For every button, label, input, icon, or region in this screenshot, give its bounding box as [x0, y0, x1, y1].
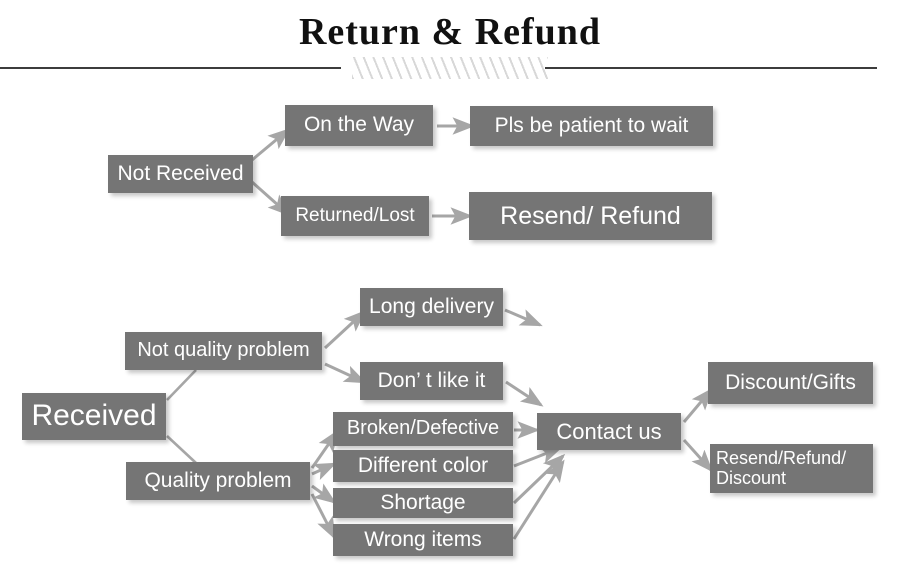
page-title: Return & Refund [298, 11, 602, 53]
node-contact-us[interactable]: Contact us [537, 413, 681, 450]
node-resend-refund-discount[interactable]: Resend/Refund/ Discount [710, 444, 873, 493]
node-not-quality-problem[interactable]: Not quality problem [125, 332, 322, 370]
divider-line-right [545, 67, 877, 69]
node-on-the-way[interactable]: On the Way [285, 105, 433, 146]
node-pls-be-patient-to-wait[interactable]: Pls be patient to wait [470, 106, 713, 146]
node-resend-refund[interactable]: Resend/ Refund [469, 192, 712, 240]
node-received[interactable]: Received [22, 393, 166, 440]
node-dont-like-it[interactable]: Don’ t like it [360, 362, 503, 400]
node-different-color[interactable]: Different color [333, 450, 513, 482]
node-long-delivery[interactable]: Long delivery [360, 288, 503, 326]
divider-line-left [0, 67, 341, 69]
node-broken-defective[interactable]: Broken/Defective [333, 412, 513, 446]
node-quality-problem[interactable]: Quality problem [126, 462, 310, 500]
node-returned-lost[interactable]: Returned/Lost [281, 196, 429, 236]
node-shortage[interactable]: Shortage [333, 488, 513, 518]
node-wrong-items[interactable]: Wrong items [333, 524, 513, 556]
node-not-received[interactable]: Not Received [108, 155, 253, 193]
divider-hatch-icon [352, 57, 548, 79]
node-discount-gifts[interactable]: Discount/Gifts [708, 362, 873, 404]
